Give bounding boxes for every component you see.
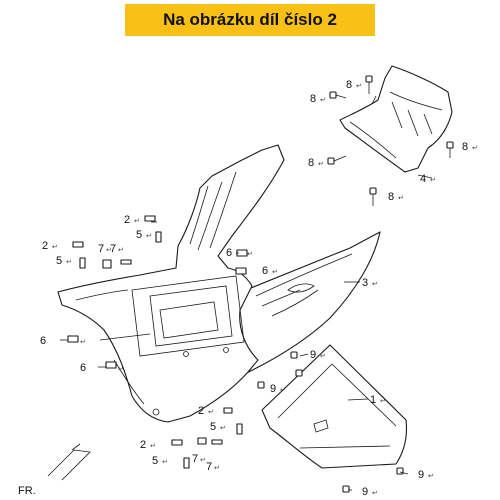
svg-text:↵: ↵	[372, 489, 378, 497]
svg-text:↵: ↵	[80, 338, 86, 346]
callout-8: 8	[388, 191, 394, 203]
callout-9: 9	[418, 469, 424, 481]
callout-2: 2	[198, 405, 204, 417]
callout-5: 5	[210, 421, 216, 433]
callout-9: 9	[310, 349, 316, 361]
callout-2: 2	[140, 439, 146, 451]
part-number-banner: Na obrázku díl číslo 2	[125, 4, 375, 36]
svg-text:↵: ↵	[150, 442, 156, 450]
callout-labels: 8↵ 8↵ 8↵ 8↵ 8↵ 4↵ 3↵ 1↵ 2↵ 5↵ 2↵ 5↵ 7↵ 7…	[40, 79, 478, 498]
svg-text:↵: ↵	[66, 258, 72, 266]
svg-text:↵: ↵	[134, 217, 140, 225]
svg-text:↵: ↵	[208, 408, 214, 416]
callout-8: 8	[462, 141, 468, 153]
callout-7: 7	[206, 461, 212, 473]
callout-4: 4	[420, 173, 426, 185]
callout-6: 6	[80, 362, 86, 374]
svg-text:↵: ↵	[146, 232, 152, 240]
floor-panel[interactable]	[57, 144, 285, 423]
callout-7: 7	[98, 243, 104, 255]
svg-text:↵: ↵	[430, 176, 436, 184]
callout-8: 8	[310, 93, 316, 105]
callout-2: 2	[42, 240, 48, 252]
callout-1: 1	[370, 394, 376, 406]
callout-2: 2	[124, 214, 130, 226]
svg-text:↵: ↵	[372, 280, 378, 288]
svg-text:↵: ↵	[52, 243, 58, 251]
callout-5: 5	[136, 229, 142, 241]
svg-text:↵: ↵	[398, 194, 404, 202]
svg-text:↵: ↵	[162, 458, 168, 466]
leader-lines	[60, 174, 433, 491]
svg-text:↵: ↵	[220, 424, 226, 432]
svg-text:↵: ↵	[118, 365, 124, 373]
callout-9: 9	[270, 383, 276, 395]
callout-7: 7	[192, 453, 198, 465]
svg-text:↵: ↵	[428, 472, 434, 480]
callout-5: 5	[56, 255, 62, 267]
svg-text:↵: ↵	[380, 397, 386, 405]
callout-6: 6	[262, 265, 268, 277]
callout-3: 3	[362, 277, 368, 289]
svg-text:↵: ↵	[472, 144, 478, 152]
svg-text:↵: ↵	[214, 464, 220, 472]
orientation-indicator: FR.	[18, 443, 91, 497]
orientation-label: FR.	[18, 485, 36, 497]
svg-text:↵: ↵	[272, 268, 278, 276]
svg-text:↵: ↵	[200, 456, 206, 464]
callout-9: 9	[362, 486, 368, 498]
svg-text:↵: ↵	[320, 96, 326, 104]
svg-text:↵: ↵	[318, 160, 324, 168]
part-4-rear-cover[interactable]	[339, 65, 453, 173]
svg-text:↵: ↵	[356, 82, 362, 90]
callout-5: 5	[152, 455, 158, 467]
banner-text: Na obrázku díl číslo 2	[163, 10, 337, 29]
fasteners	[67, 75, 454, 493]
callout-6: 6	[226, 247, 232, 259]
part-1-under-cover[interactable]	[261, 344, 408, 469]
svg-text:↵: ↵	[320, 352, 326, 360]
svg-text:↵: ↵	[247, 250, 253, 258]
callout-8: 8	[308, 157, 314, 169]
callout-7: 7	[110, 243, 116, 255]
callout-6: 6	[40, 335, 46, 347]
svg-text:↵: ↵	[118, 246, 124, 254]
svg-text:↵: ↵	[280, 386, 286, 394]
callout-8: 8	[346, 79, 352, 91]
svg-text:↵: ↵	[106, 246, 112, 254]
